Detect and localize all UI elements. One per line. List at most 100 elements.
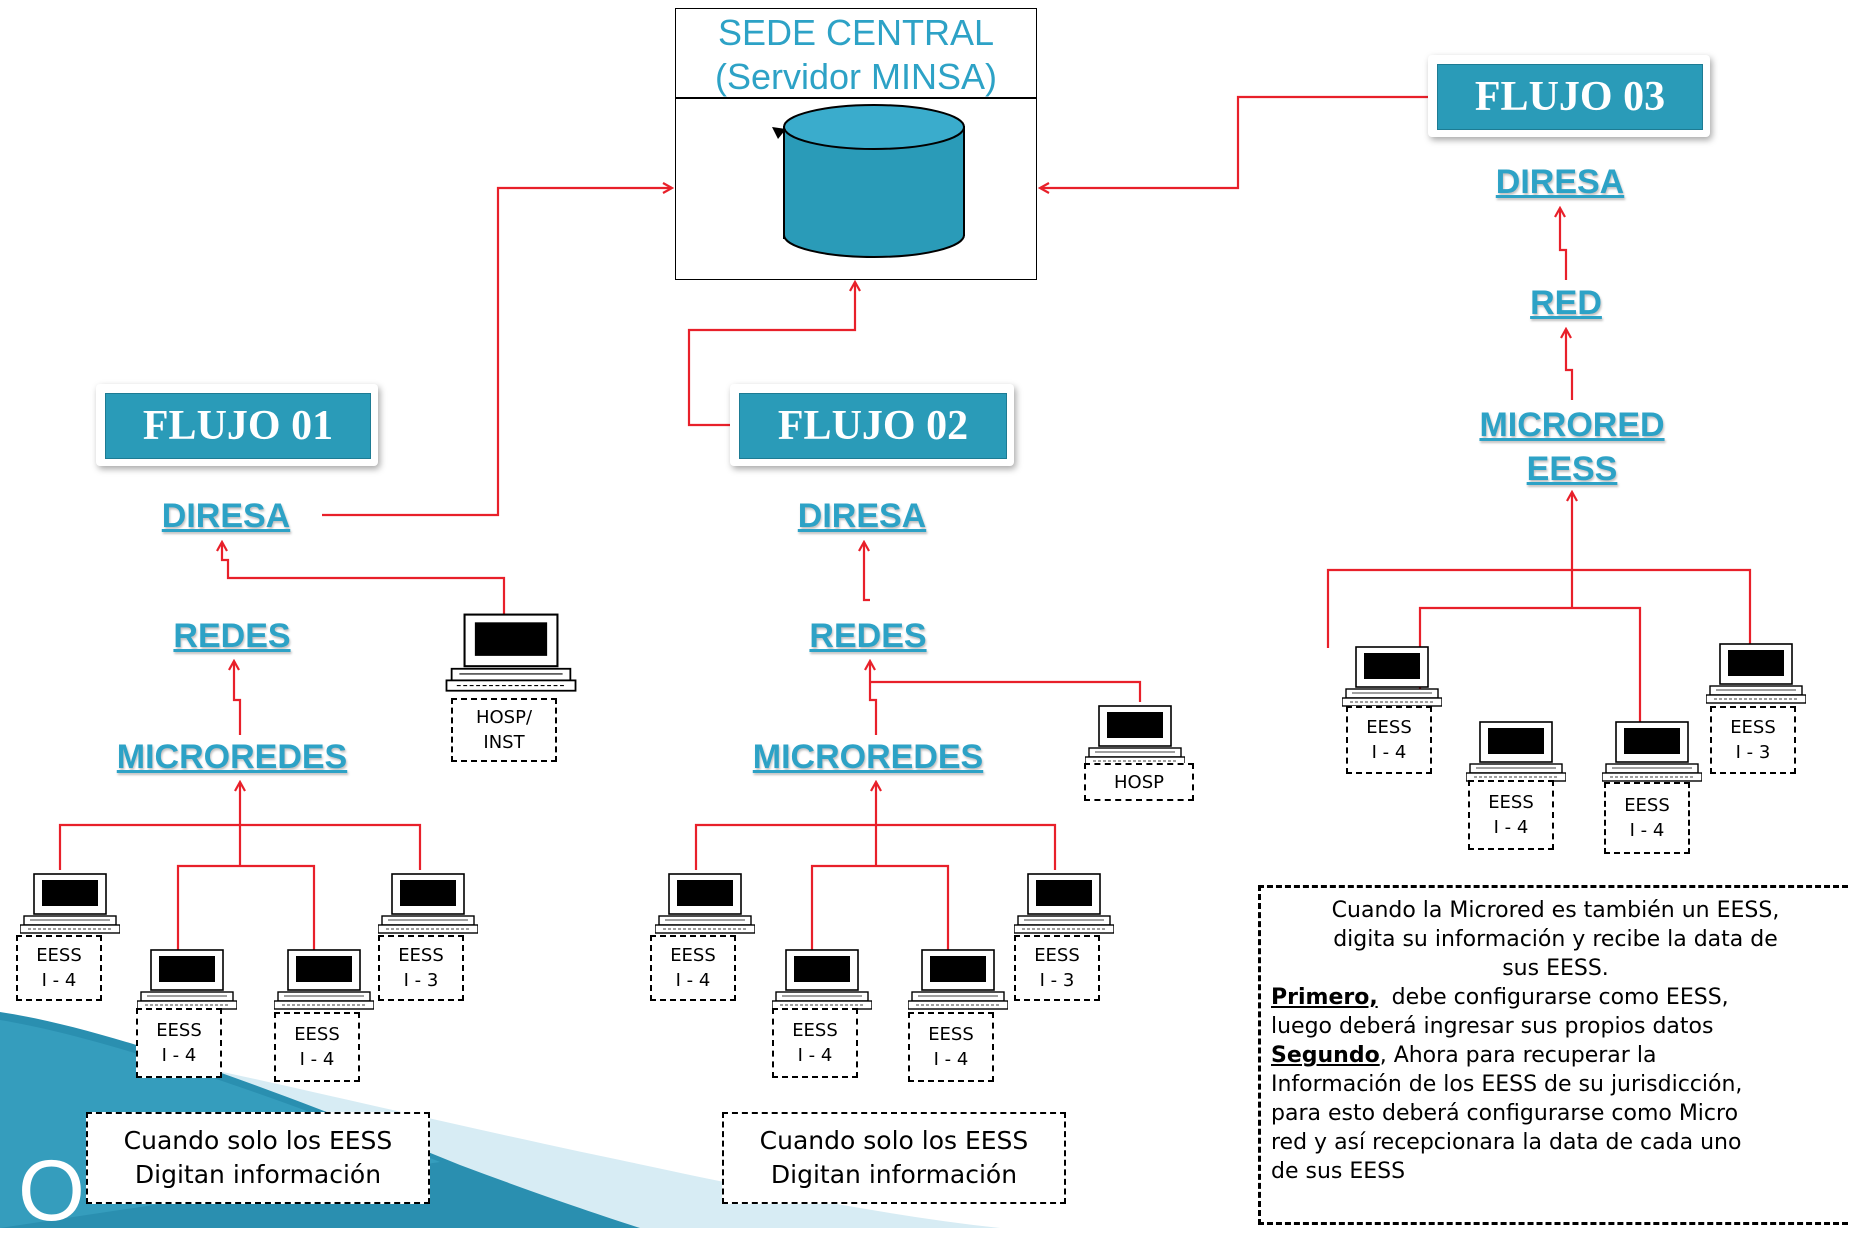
tag-line: EESS — [792, 1020, 838, 1041]
note-line: digita su información y recibe la data d… — [1333, 927, 1778, 952]
flujo02-note: Cuando solo los EESS Digitan información — [722, 1112, 1066, 1204]
note-primero: Primero, debe configurarse como EESS, — [1271, 983, 1840, 1012]
flujo02-microredes: MICROREDES — [752, 738, 984, 776]
flujo03-diresa: DIRESA — [1495, 163, 1625, 201]
tag-line: EESS — [36, 945, 82, 966]
flujo-01-box: FLUJO 01 — [96, 384, 378, 466]
server-title: SEDE CENTRAL (Servidor MINSA) — [675, 8, 1037, 98]
flujo02-hosp-tag: HOSP — [1084, 763, 1194, 801]
flujo-02-label: FLUJO 02 — [738, 392, 1008, 460]
flujo02-eess-tag-1: EESS I - 4 — [650, 935, 736, 1001]
flujo03-microred-line2: EESS — [1526, 450, 1618, 488]
note-line: Digitan información — [134, 1160, 382, 1189]
tag-line: I - 4 — [1371, 742, 1407, 763]
tag-line: I - 4 — [1629, 820, 1665, 841]
server-title-line1: SEDE CENTRAL — [717, 12, 995, 53]
note-line: Cuando la Microred es también un EESS, — [1331, 898, 1780, 923]
computer-icon — [1014, 873, 1114, 934]
flujo01-hosp-tag: HOSP/ INST — [451, 698, 557, 762]
database-icon — [772, 104, 965, 258]
server-box — [675, 98, 1037, 280]
flujo-01-label: FLUJO 01 — [104, 392, 372, 460]
tag-line: INST — [483, 732, 525, 753]
flujo03-eess-tag-3: EESS I - 4 — [1604, 782, 1690, 854]
computer-icon — [445, 613, 577, 692]
computer-icon — [655, 873, 755, 934]
tag-line: EESS — [1730, 717, 1776, 738]
flujo03-microred-line1: MICRORED — [1479, 406, 1665, 444]
note-line: Digitan información — [770, 1160, 1018, 1189]
tag-line: I - 4 — [41, 970, 77, 991]
computer-icon — [772, 949, 872, 1010]
tag-line: EESS — [1624, 795, 1670, 816]
tag-line: I - 3 — [1735, 742, 1771, 763]
tag-line: EESS — [398, 945, 444, 966]
tag-line: I - 3 — [1039, 970, 1075, 991]
flujo03-microred: MICRORED EESS — [1432, 403, 1712, 491]
tag-line: EESS — [928, 1024, 974, 1045]
flujo01-eess-tag-1: EESS I - 4 — [16, 935, 102, 1001]
tag-line: EESS — [1366, 717, 1412, 738]
computer-icon — [1085, 705, 1185, 766]
note-line: red y así recepcionara la data de cada u… — [1271, 1130, 1742, 1155]
computer-icon — [378, 873, 478, 934]
note-line: de sus EESS — [1271, 1159, 1406, 1184]
tag-line: I - 4 — [933, 1049, 969, 1070]
tag-line: EESS — [294, 1024, 340, 1045]
primero-label: Primero, — [1271, 985, 1378, 1010]
tag-line: HOSP/ — [475, 707, 533, 728]
note-line: , Ahora para recuperar la — [1379, 1043, 1657, 1068]
computer-icon — [1602, 721, 1702, 782]
tag-line: EESS — [1488, 792, 1534, 813]
tag-line: I - 4 — [1493, 817, 1529, 838]
tag-line: I - 4 — [161, 1045, 197, 1066]
computer-icon — [137, 949, 237, 1010]
flujo03-eess-tag-1: EESS I - 4 — [1346, 706, 1432, 774]
tag-line: EESS — [670, 945, 716, 966]
flujo01-eess-tag-4: EESS I - 3 — [378, 935, 464, 1001]
flujo02-eess-tag-3: EESS I - 4 — [908, 1012, 994, 1082]
flujo-03-label: FLUJO 03 — [1436, 63, 1704, 131]
flujo03-eess-tag-4: EESS I - 3 — [1710, 706, 1796, 774]
flujo02-diresa: DIRESA — [797, 497, 927, 535]
note-line: sus EESS. — [1502, 956, 1609, 981]
tag-line: I - 4 — [797, 1045, 833, 1066]
note-line: luego deberá ingresar sus propios datos — [1271, 1014, 1714, 1039]
note-line: Cuando solo los EESS — [123, 1126, 393, 1155]
flujo03-eess-tag-2: EESS I - 4 — [1468, 780, 1554, 850]
tag-line: EESS — [156, 1020, 202, 1041]
tag-line: EESS — [1034, 945, 1080, 966]
computer-icon — [1706, 643, 1806, 704]
flujo03-red: RED — [1530, 284, 1602, 322]
computer-icon — [274, 949, 374, 1010]
tag-line: I - 4 — [299, 1049, 335, 1070]
flujo-03-box: FLUJO 03 — [1428, 55, 1710, 137]
flujo01-eess-tag-2: EESS I - 4 — [136, 1008, 222, 1078]
note-line: Cuando solo los EESS — [759, 1126, 1029, 1155]
note-line: para esto deberá configurarse como Micro — [1271, 1101, 1739, 1126]
flujo01-redes: REDES — [173, 617, 291, 655]
computer-icon — [20, 873, 120, 934]
flujo01-note: Cuando solo los EESS Digitan información — [86, 1112, 430, 1204]
computer-icon — [1466, 721, 1566, 782]
note-line: debe configurarse como EESS, — [1377, 985, 1729, 1010]
computer-icon — [1342, 646, 1442, 707]
flujo02-eess-tag-4: EESS I - 3 — [1014, 935, 1100, 1001]
flujo03-explanation: Cuando la Microred es también un EESS, d… — [1258, 885, 1848, 1225]
tag-line: I - 4 — [675, 970, 711, 991]
flujo01-microredes: MICROREDES — [116, 738, 348, 776]
tag-line: I - 3 — [403, 970, 439, 991]
segundo-label: Segundo — [1271, 1043, 1380, 1068]
flujo01-diresa: DIRESA — [161, 497, 291, 535]
corner-letter: O — [18, 1143, 85, 1239]
flujo-02-box: FLUJO 02 — [730, 384, 1014, 466]
computer-icon — [908, 949, 1008, 1010]
tag-line: HOSP — [1114, 771, 1164, 793]
flujo02-eess-tag-2: EESS I - 4 — [772, 1008, 858, 1078]
note-line: Información de los EESS de su jurisdicci… — [1271, 1072, 1743, 1097]
flujo01-eess-tag-3: EESS I - 4 — [274, 1012, 360, 1082]
flujo02-redes: REDES — [809, 617, 927, 655]
server-title-line2: (Servidor MINSA) — [714, 56, 998, 97]
note-segundo: Segundo, Ahora para recuperar la — [1271, 1041, 1840, 1070]
